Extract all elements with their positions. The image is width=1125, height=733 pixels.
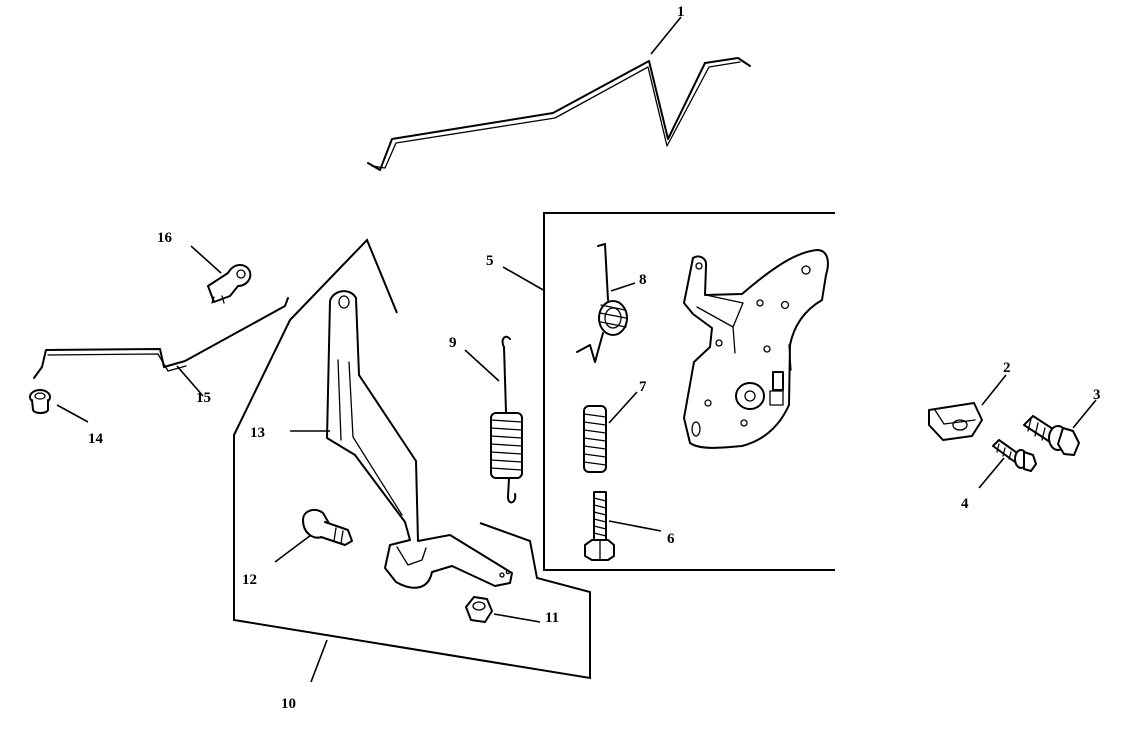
part-2-clip-nut: 2: [928, 360, 1011, 441]
callout-4-label: 4: [961, 496, 969, 512]
callout-2-leader: [981, 374, 1007, 406]
part-1-control-rod: 1: [367, 4, 751, 171]
callout-3-leader: [1072, 399, 1097, 429]
part-16-clip: 16: [157, 230, 252, 304]
callout-12-leader: [274, 534, 312, 563]
part-4-flange-bolt: 4: [961, 439, 1037, 512]
part-5-kit-frame: 5: [486, 212, 835, 571]
part-6-screw: 6: [584, 491, 675, 561]
part-15-choke-rod: 15: [33, 297, 289, 406]
callout-2-label: 2: [1003, 360, 1011, 376]
callout-7-label: 7: [639, 379, 647, 395]
callout-4-leader: [978, 457, 1005, 489]
part-8-torsion-spring: 8: [576, 243, 647, 363]
callout-5-leader: [502, 266, 546, 292]
part-12-shoulder-bolt: 12: [242, 508, 353, 588]
callout-11-leader: [493, 613, 541, 623]
callout-11-label: 11: [545, 610, 559, 626]
part-3-flange-bolt: 3: [1023, 387, 1101, 456]
callout-9-leader: [464, 349, 500, 382]
callout-7-leader: [608, 391, 638, 424]
callout-6-leader: [608, 520, 662, 532]
part-11-nut: 11: [465, 596, 559, 626]
callout-10-label: 10: [281, 696, 296, 712]
callout-16-leader: [190, 245, 222, 274]
part-10-kit-frame: 10: [233, 238, 591, 712]
callout-16-label: 16: [157, 230, 173, 246]
callout-5-label: 5: [486, 253, 494, 269]
callout-8-label: 8: [639, 272, 647, 288]
callout-3-label: 3: [1093, 387, 1101, 403]
mounting-plate: [683, 249, 829, 449]
callout-13-label: 13: [250, 425, 265, 441]
part-13-lever: 13: [250, 290, 513, 589]
callout-1-leader: [650, 16, 682, 55]
callout-15-leader: [176, 365, 204, 397]
callout-15-label: 15: [196, 390, 211, 406]
part-7-compression-spring: 7: [583, 379, 647, 473]
callout-14-leader: [56, 404, 89, 423]
callout-10-leader: [310, 639, 328, 683]
callout-9-label: 9: [449, 335, 457, 351]
callout-8-leader: [610, 282, 636, 292]
callout-6-label: 6: [667, 531, 675, 547]
callout-14-label: 14: [88, 431, 104, 447]
callout-12-label: 12: [242, 572, 257, 588]
part-14-grommet: 14: [29, 389, 104, 447]
part-9-extension-spring: 9: [449, 335, 523, 504]
callout-1-label: 1: [677, 4, 685, 20]
